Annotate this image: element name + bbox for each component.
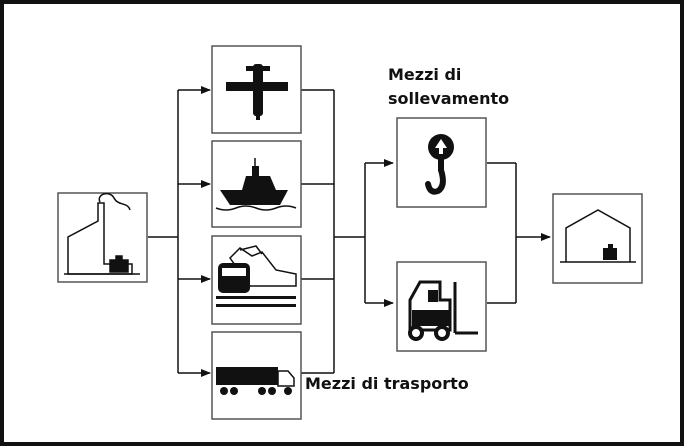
- ship-node: [211, 140, 302, 228]
- train-node: [211, 235, 302, 325]
- truck-icon: [216, 367, 295, 395]
- crane-hook-icon: [425, 134, 454, 195]
- factory-icon: [64, 192, 140, 275]
- lifting-label-line1: Mezzi di: [388, 65, 461, 84]
- crane-hook-node: [396, 117, 487, 208]
- warehouse-icon: [560, 209, 636, 263]
- airplane-node: [211, 45, 302, 134]
- transport-label: Mezzi di trasporto: [305, 374, 469, 393]
- connectors: [148, 86, 551, 377]
- factory-node: [57, 192, 148, 283]
- forklift-node: [396, 261, 487, 352]
- lifting-label-line2: sollevamento: [388, 89, 509, 108]
- ship-icon: [215, 158, 297, 211]
- airplane-icon: [226, 64, 288, 120]
- truck-node: [211, 331, 302, 420]
- forklift-icon: [408, 280, 478, 341]
- train-icon: [216, 245, 297, 307]
- warehouse-node: [552, 193, 643, 284]
